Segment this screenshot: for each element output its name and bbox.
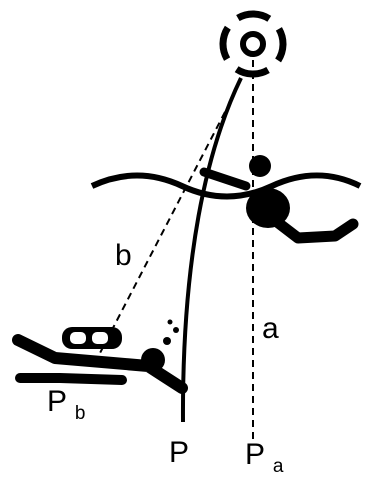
label-pa: P a	[245, 438, 284, 477]
label-p: P	[169, 436, 189, 469]
label-a: a	[262, 312, 279, 345]
label-pb-main: P	[47, 385, 66, 418]
water-surface-icon	[90, 172, 362, 200]
diver-icon	[12, 319, 188, 394]
curve-p	[180, 77, 243, 423]
label-pb: P b	[47, 385, 85, 424]
label-b: b	[115, 239, 132, 272]
label-pa-main: P	[245, 438, 264, 471]
label-pb-sub: b	[75, 403, 86, 424]
line-b	[99, 111, 226, 354]
target-icon	[219, 10, 287, 78]
label-pa-sub: a	[273, 456, 284, 477]
swimmer-icon	[199, 155, 359, 244]
